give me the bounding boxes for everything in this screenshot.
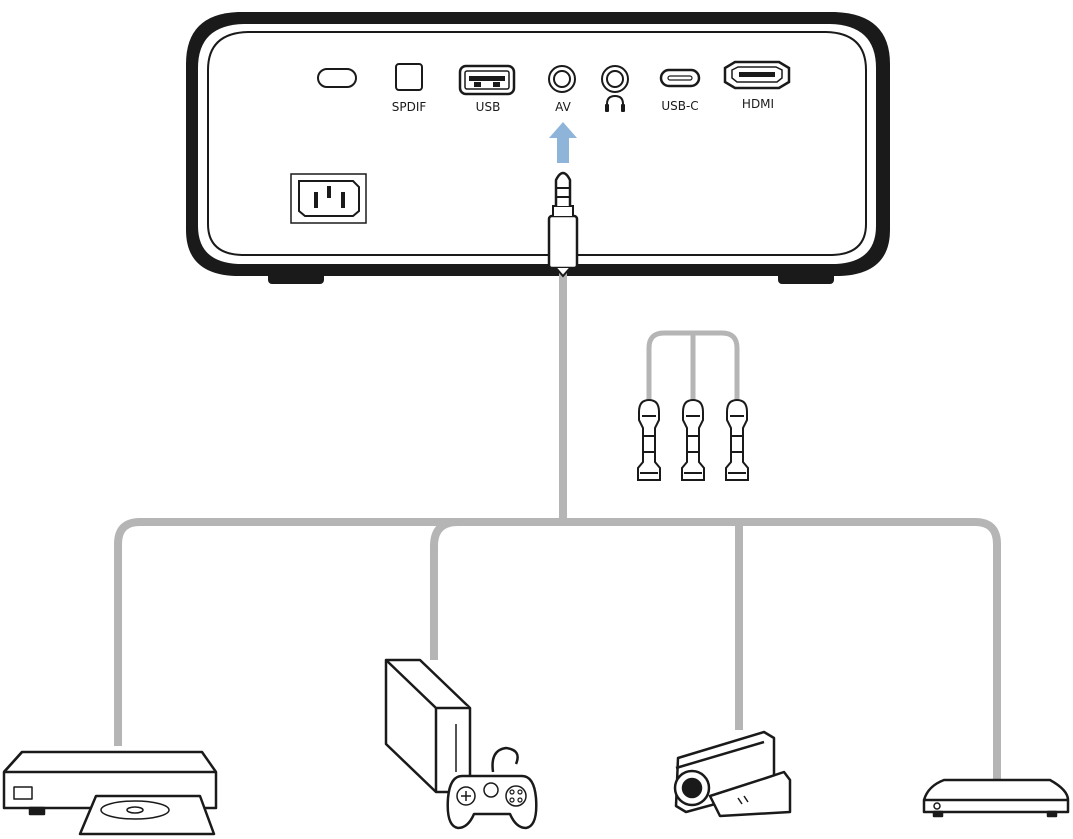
rca-plug-middle <box>681 398 705 481</box>
projector-panel-inner <box>207 31 867 256</box>
headphone-port-icon <box>601 65 629 93</box>
rca-plug-right <box>725 398 749 481</box>
headphone-icon <box>605 94 625 112</box>
av-label: AV <box>555 100 571 114</box>
dvd-player-icon <box>2 750 218 836</box>
hdmi-label: HDMI <box>742 97 774 111</box>
up-arrow-icon <box>549 122 577 163</box>
game-console-icon <box>384 658 538 830</box>
spdif-port-icon <box>395 63 423 91</box>
set-top-box-icon <box>922 778 1070 818</box>
projector-panel-outer <box>198 24 876 264</box>
usbc-label: USB-C <box>661 99 698 113</box>
cable-tree <box>114 270 1001 780</box>
cable-to-dvd-player <box>114 518 563 746</box>
game-controller-icon <box>446 774 538 830</box>
av-jack-plug-icon <box>547 171 579 278</box>
hdmi-port-icon <box>723 60 791 90</box>
camcorder-icon <box>673 730 792 818</box>
rca-plug-left <box>637 398 661 481</box>
usb-port-icon <box>458 64 516 96</box>
ac-power-inlet-icon <box>290 173 367 224</box>
projector-back-panel: SPDIF USB AV USB-C <box>186 12 890 284</box>
spdif-label: SPDIF <box>392 100 427 114</box>
usb-label: USB <box>476 100 501 114</box>
cable-to-set-top-box <box>563 518 1001 780</box>
rca-cable-icon <box>637 330 749 481</box>
av-port-icon <box>548 65 576 93</box>
power-button-icon <box>317 68 357 88</box>
cable-to-game-console <box>430 518 563 660</box>
